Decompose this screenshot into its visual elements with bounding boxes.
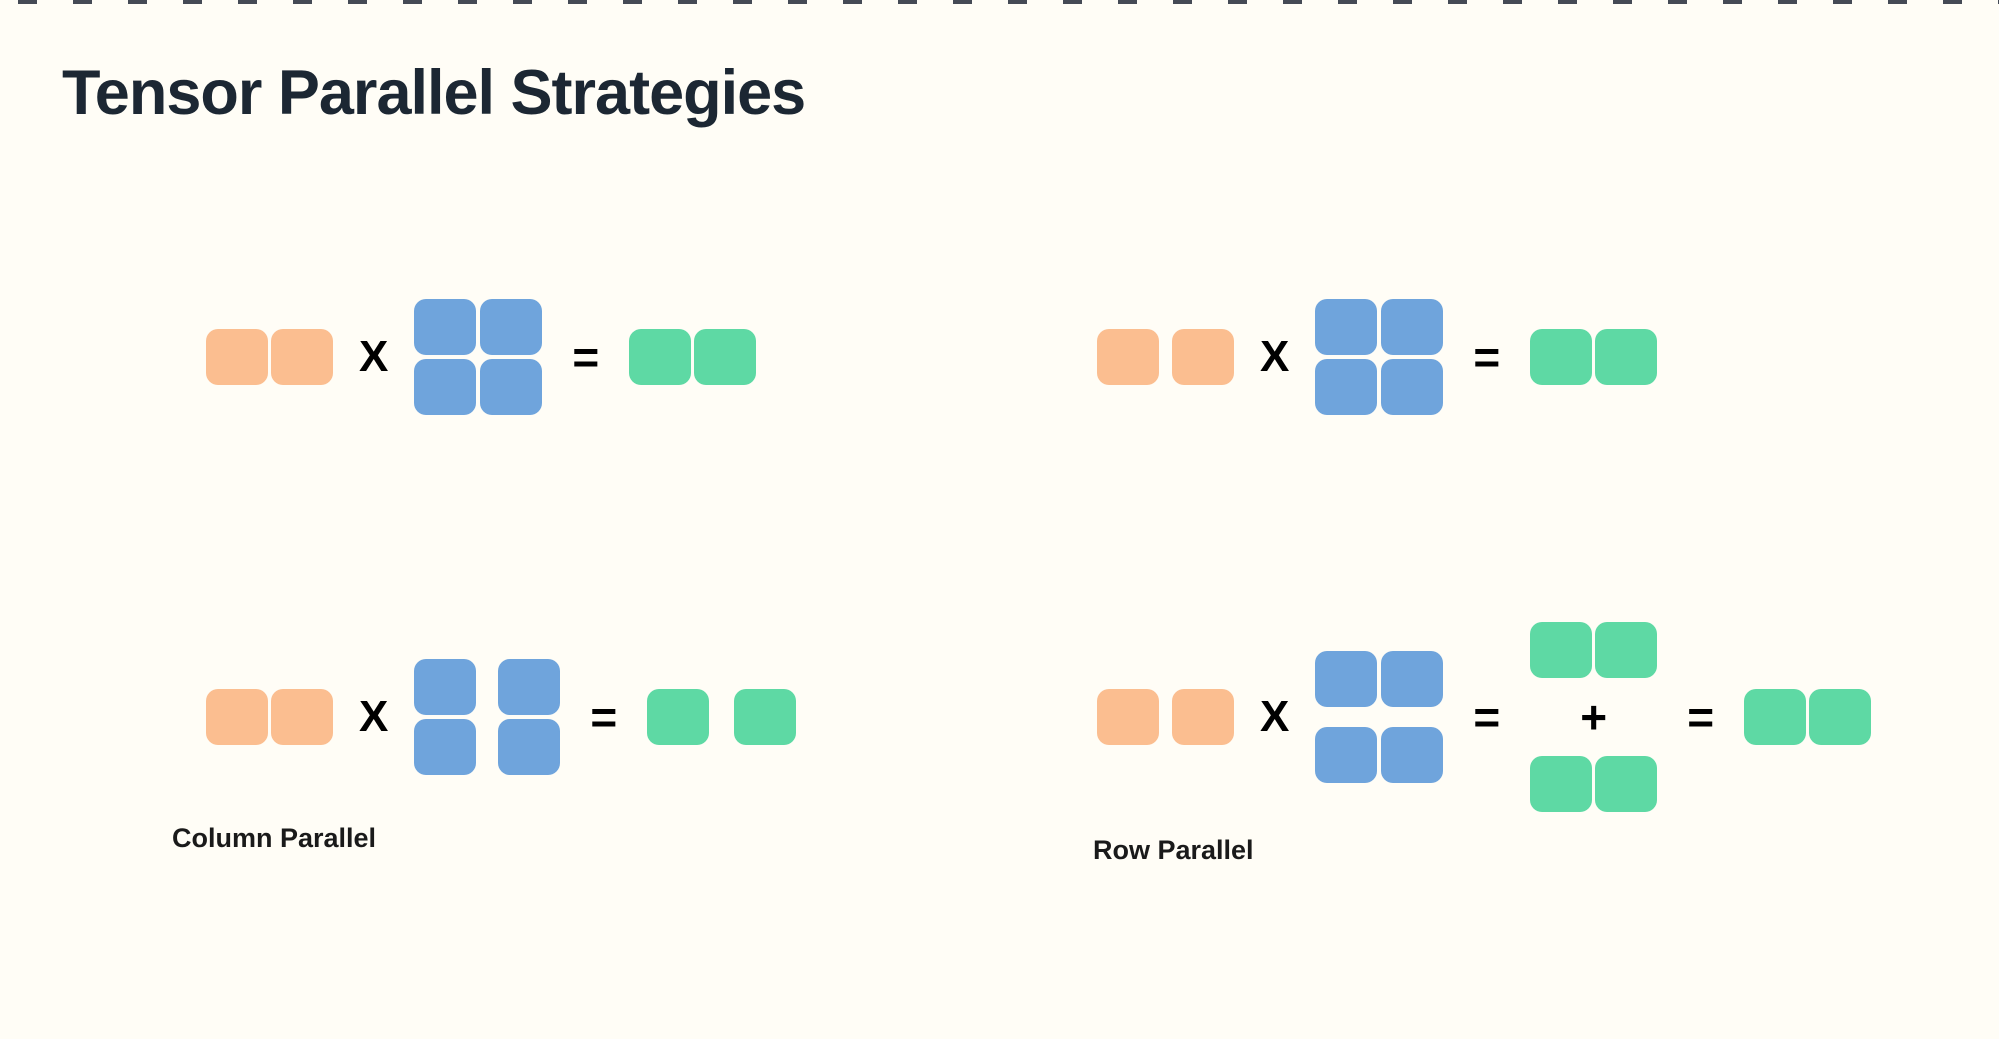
input-matrix [206, 689, 333, 745]
multiply-operator: X [1260, 692, 1290, 741]
weight-matrix-row-split [1315, 651, 1444, 783]
diagram-replicated-left: X = [206, 299, 757, 415]
input-block [206, 329, 268, 385]
output-matrix-column-split [647, 689, 797, 745]
multiply-operator: X [359, 692, 389, 741]
output-matrix [1530, 329, 1658, 385]
plus-operator: + [1580, 691, 1608, 743]
output-block [629, 329, 692, 385]
weight-block [480, 359, 543, 415]
input-matrix-sharded [1097, 329, 1234, 385]
weight-shard-block [1381, 727, 1444, 783]
diagram-column-parallel: X = [206, 659, 797, 775]
input-shard-block [1097, 329, 1159, 385]
input-matrix [206, 329, 333, 385]
weight-shard-block [1381, 651, 1444, 707]
row-parallel-label: Row Parallel [1093, 835, 1254, 865]
output-block [1809, 689, 1872, 745]
weight-shard-block [414, 659, 477, 715]
weight-shard-block [1315, 651, 1378, 707]
weight-shard-block [498, 659, 561, 715]
output-shard-block [734, 689, 797, 745]
weight-block [414, 299, 477, 355]
weight-shard-block [498, 719, 561, 775]
multiply-operator: X [359, 332, 389, 381]
equals-operator: = [572, 331, 600, 383]
input-block [271, 689, 333, 745]
weight-block [1315, 359, 1378, 415]
partial-output-block [1530, 756, 1593, 812]
input-shard-block [1097, 689, 1159, 745]
output-block [1530, 329, 1593, 385]
weight-block [414, 359, 477, 415]
input-matrix-sharded [1097, 689, 1234, 745]
input-block [271, 329, 333, 385]
partial-output-block [1595, 756, 1658, 812]
weight-matrix [414, 299, 543, 415]
diagram-replicated-right: X = [1097, 299, 1658, 415]
partial-output-matrix [1530, 622, 1658, 678]
input-block [206, 689, 268, 745]
equals-operator: = [1473, 691, 1501, 743]
input-shard-block [1172, 329, 1234, 385]
weight-block [1315, 299, 1378, 355]
weight-block [1381, 359, 1444, 415]
weight-shard-block [414, 719, 477, 775]
weight-matrix [1315, 299, 1444, 415]
input-shard-block [1172, 689, 1234, 745]
partial-output-block [1595, 622, 1658, 678]
equals-operator: = [1687, 691, 1715, 743]
output-block [1744, 689, 1807, 745]
partial-output-matrix [1530, 756, 1658, 812]
equals-operator: = [1473, 331, 1501, 383]
top-edge-dashes [0, 0, 1999, 4]
equals-operator: = [590, 691, 618, 743]
multiply-operator: X [1260, 332, 1290, 381]
weight-block [1381, 299, 1444, 355]
weight-matrix-column-split [414, 659, 561, 775]
output-block [1595, 329, 1658, 385]
partial-output-block [1530, 622, 1593, 678]
partial-output-sum: + [1530, 622, 1658, 812]
weight-shard-block [1315, 727, 1378, 783]
column-parallel-label: Column Parallel [172, 823, 377, 853]
weight-block [480, 299, 543, 355]
output-block [694, 329, 757, 385]
output-matrix [1744, 689, 1872, 745]
output-matrix [629, 329, 757, 385]
diagram-row-parallel: X = + = [1097, 622, 1872, 812]
slide-title: Tensor Parallel Strategies [62, 58, 806, 128]
output-shard-block [647, 689, 710, 745]
